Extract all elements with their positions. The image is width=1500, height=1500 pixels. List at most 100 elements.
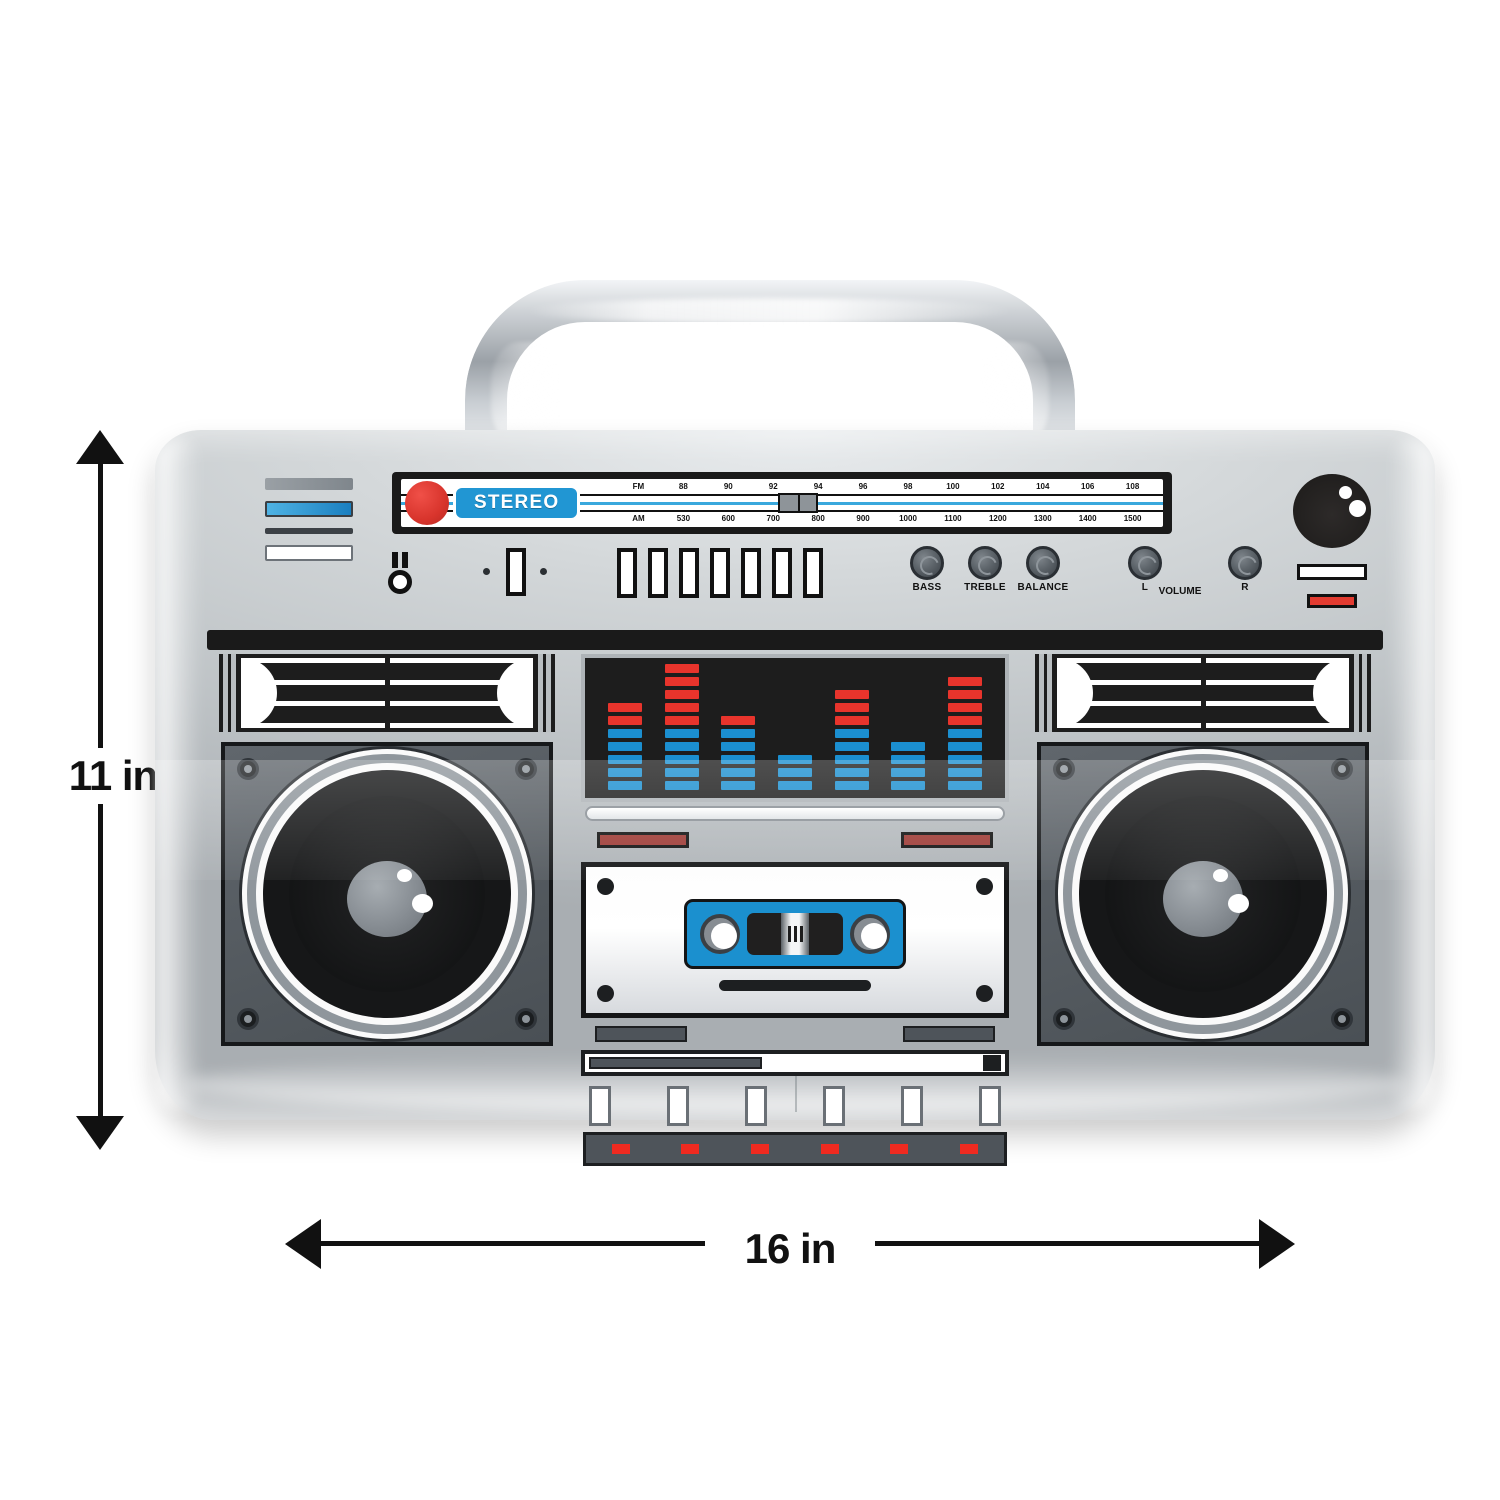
right-tweeter-grille	[1035, 654, 1371, 732]
fm-scale: FM 88 90 92 94 96 98 100 102 104 106 108	[616, 480, 1155, 494]
fm-tick: FM	[632, 482, 645, 491]
knob-dial-icon	[968, 546, 1002, 580]
lower-panel	[207, 650, 1383, 1166]
cabinet-screw	[237, 1008, 259, 1030]
handle-highlight-left	[491, 342, 561, 447]
knob-volume-right: R	[1215, 546, 1275, 593]
knob-label: R	[1241, 582, 1249, 593]
power-ring	[388, 570, 412, 594]
left-speaker-assembly	[207, 650, 567, 1062]
inflatable-boombox: FM 88 90 92 94 96 98 100 102 104 106 108	[155, 280, 1435, 1166]
eq-column	[608, 703, 643, 790]
arrow-head-down-icon	[76, 1116, 124, 1150]
right-white-bar	[1297, 564, 1367, 580]
am-tick: 1200	[988, 514, 1007, 523]
function-switch	[803, 548, 823, 598]
grille-cell	[1205, 654, 1349, 732]
woofer-highlight-small	[1212, 869, 1228, 883]
fm-tick: 102	[991, 482, 1005, 491]
am-tick: 1300	[1033, 514, 1052, 523]
am-tick: AM	[632, 514, 645, 523]
power-prong-right	[402, 552, 408, 568]
transport-button	[823, 1086, 845, 1126]
function-switch	[648, 548, 668, 598]
transport-button	[745, 1086, 767, 1126]
led-indicator	[820, 1144, 839, 1154]
fm-tick: 92	[768, 482, 778, 491]
fm-tick: 94	[813, 482, 823, 491]
knob-highlight-large	[1349, 500, 1366, 517]
right-woofer	[1072, 763, 1334, 1025]
grille-lines	[1057, 658, 1201, 728]
tape-counter-bar	[581, 1050, 1009, 1076]
indicator-bar-gray	[265, 478, 353, 490]
transport-button	[667, 1086, 689, 1126]
indicator-bar-white	[265, 545, 353, 561]
knob-dial-icon	[1128, 546, 1162, 580]
mode-toggle-switch	[479, 548, 551, 598]
knob-highlight-small	[1339, 486, 1352, 499]
body-highlight-right	[1389, 438, 1433, 1112]
left-woofer	[256, 763, 518, 1025]
fm-tick: 100	[946, 482, 960, 491]
fm-tick: 90	[723, 482, 733, 491]
left-indicator-bars	[265, 478, 353, 572]
tuning-slider-thumb	[778, 493, 818, 513]
knob-label: BALANCE	[1017, 582, 1069, 593]
red-indicator-right	[901, 832, 993, 848]
toggle-dot-right	[540, 568, 547, 575]
deck-screw	[976, 878, 993, 895]
equalizer-display	[581, 654, 1009, 802]
grille-slim	[223, 654, 236, 732]
fm-tick: 96	[858, 482, 868, 491]
am-tick: 1000	[899, 514, 917, 523]
body-highlight-left	[157, 438, 201, 1112]
function-switch	[710, 548, 730, 598]
stereo-badge: STEREO	[453, 485, 581, 521]
led-indicator	[890, 1144, 909, 1154]
red-dial-knob	[405, 481, 449, 525]
deck-bar-left	[595, 1026, 687, 1042]
cassette-window	[747, 913, 843, 956]
cabinet-screw	[515, 1008, 537, 1030]
woofer-highlight-large	[411, 894, 433, 913]
panel-divider	[207, 630, 1383, 650]
right-red-bar	[1307, 594, 1357, 608]
am-tick: 900	[856, 514, 870, 523]
function-switch	[741, 548, 761, 598]
grille-slim	[1354, 654, 1367, 732]
deck-screw	[976, 985, 993, 1002]
am-scale: AM 530 600 700 800 900 1000 1100 1200 13…	[616, 512, 1155, 526]
radio-tuner-display: FM 88 90 92 94 96 98 100 102 104 106 108	[392, 472, 1172, 534]
cabinet-screw	[237, 758, 259, 780]
knob-treble: TREBLE	[955, 546, 1015, 593]
tape-counter-chip	[983, 1055, 1001, 1071]
grille-lines	[241, 658, 385, 728]
grille-lines	[389, 658, 533, 728]
deck-screw	[597, 878, 614, 895]
grille-lines	[1205, 658, 1349, 728]
knob-dial-icon	[1228, 546, 1262, 580]
deck-screw	[597, 985, 614, 1002]
transport-button	[901, 1086, 923, 1126]
woofer-highlight-large	[1227, 894, 1249, 913]
toggle-lever	[506, 548, 526, 596]
toggle-dot-left	[483, 568, 490, 575]
display-capsule	[585, 806, 1005, 821]
am-tick: 1100	[944, 514, 962, 523]
knob-dial-icon	[910, 546, 944, 580]
transport-button-bank	[589, 1086, 1001, 1126]
cabinet-screw	[515, 758, 537, 780]
width-dimension-arrow: 16 in	[285, 1215, 1295, 1281]
left-tweeter-grille	[219, 654, 555, 732]
handle-highlight	[525, 298, 1015, 324]
deck-bar-right	[903, 1026, 995, 1042]
fm-tick: 98	[903, 482, 913, 491]
function-switch-bank	[617, 548, 823, 598]
am-tick: 600	[721, 514, 735, 523]
eq-column	[777, 755, 812, 790]
eq-column	[664, 664, 699, 790]
body-seam	[795, 1050, 797, 1112]
grille-cell	[241, 654, 385, 732]
fm-tick: 88	[678, 482, 688, 491]
